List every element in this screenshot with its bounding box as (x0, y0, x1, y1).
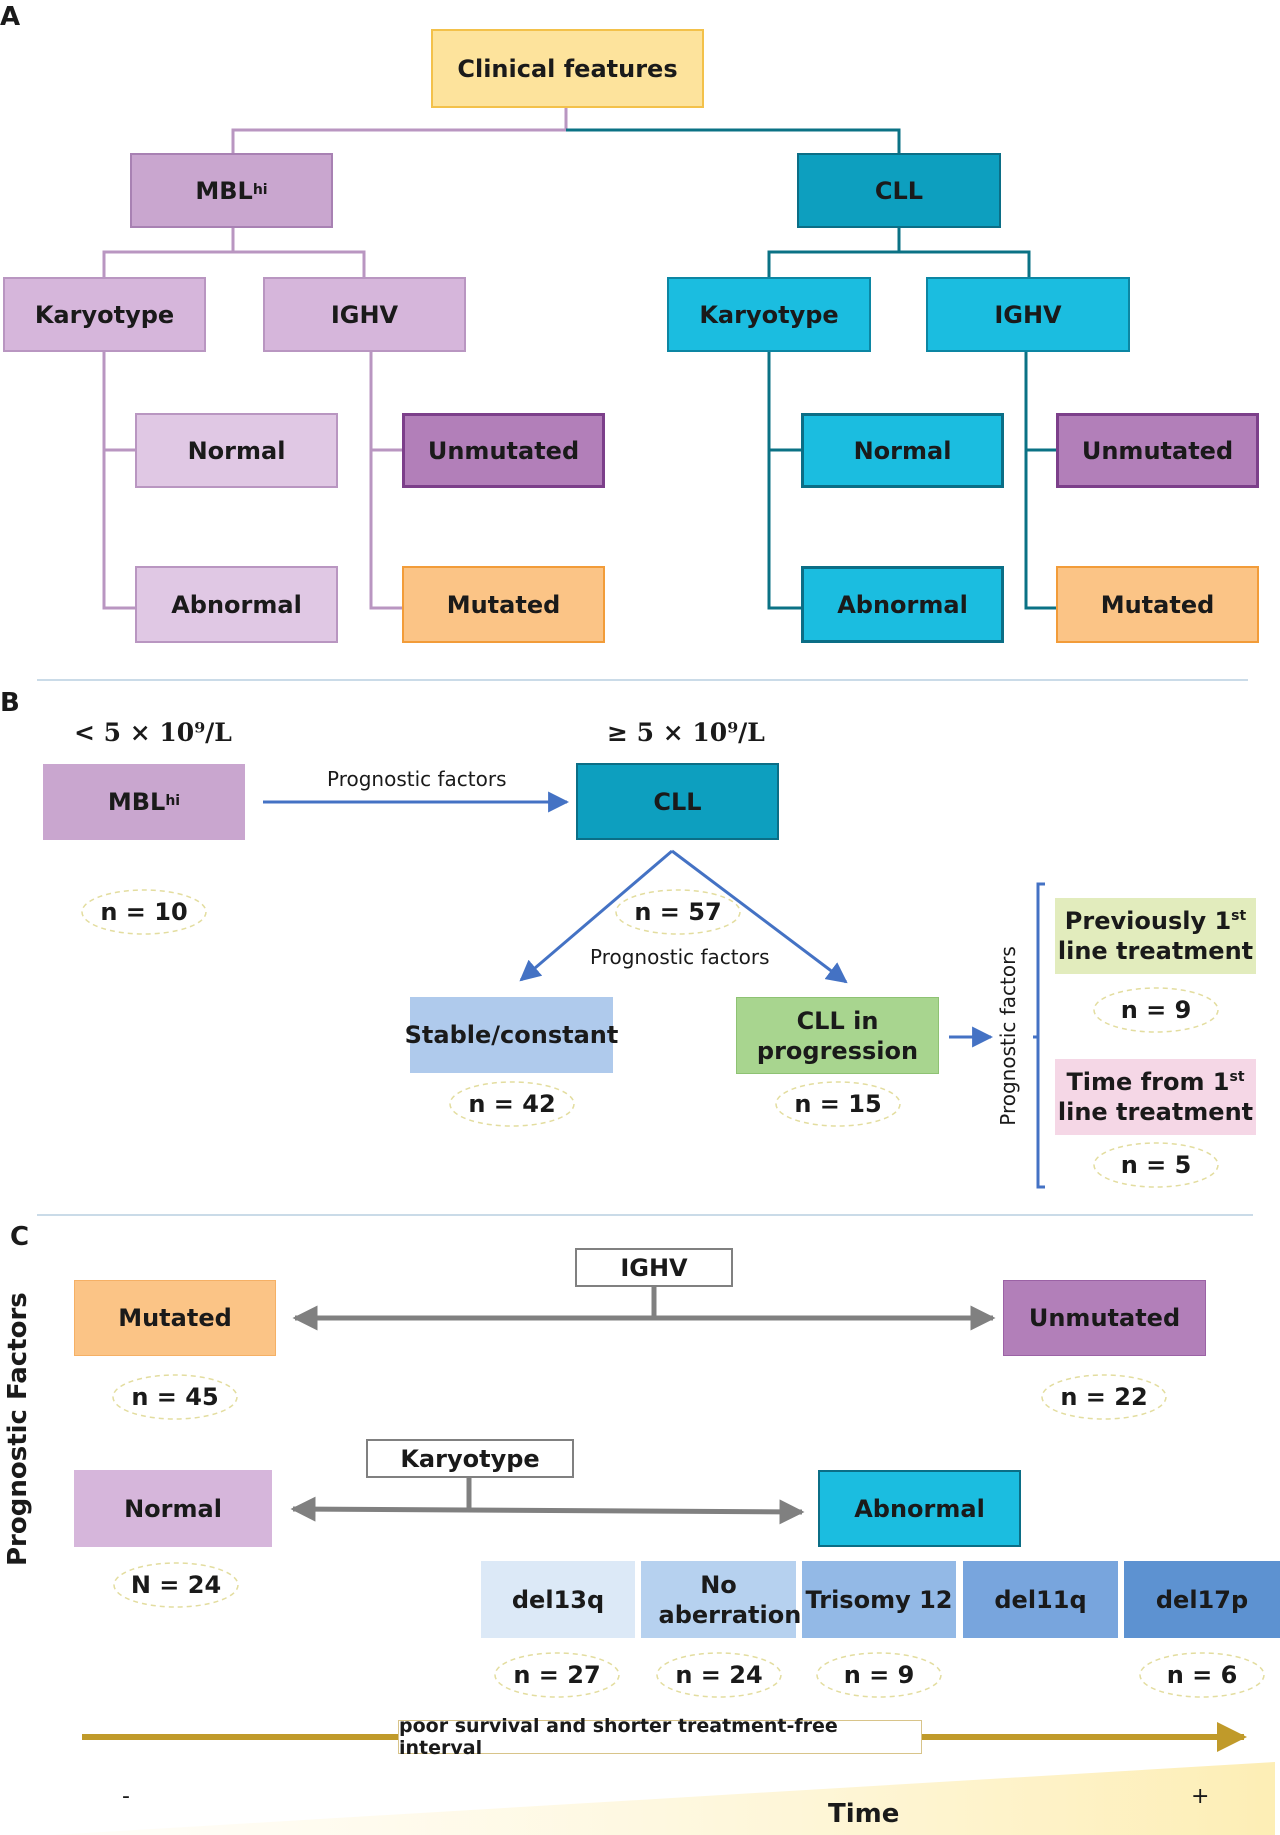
n-stable: n = 42 (468, 1090, 556, 1118)
vertical-prognostic-label: Prognostic factors (996, 946, 1020, 1126)
c-unmutated-node: Unmutated (1003, 1280, 1206, 1356)
prognostic-factors-side-label: Prognostic Factors (3, 1292, 33, 1566)
arrow-label-top: Prognostic factors (327, 767, 507, 791)
time-label: Time (828, 1799, 900, 1829)
factors-bracket (1036, 882, 1045, 1189)
panel-label-b: B (0, 688, 20, 718)
b-mbl-sup: hi (165, 793, 181, 810)
n-cll: n = 57 (634, 898, 722, 926)
mbl-normal-node: Normal (135, 413, 338, 488)
mbl-karyotype-node: Karyotype (3, 277, 206, 352)
cll-unmutated-node: Unmutated (1056, 413, 1259, 488)
panel-label-a: A (0, 2, 21, 32)
mbl-label: MBL (195, 176, 253, 205)
n-del17p: n = 6 (1166, 1661, 1238, 1689)
n-normal: N = 24 (130, 1571, 222, 1599)
previously-post: line treatment (1057, 937, 1254, 965)
mbl-unmutated-node: Unmutated (402, 413, 605, 488)
mbl-ighv-node: IGHV (263, 277, 466, 352)
n-time-from: n = 5 (1120, 1151, 1192, 1179)
n-trisomy-12: n = 9 (843, 1661, 915, 1689)
count-ellipses (81, 889, 1265, 1698)
arrow-cll-to-progression (671, 849, 848, 984)
n-unmutated: n = 22 (1060, 1383, 1148, 1411)
cll-node: CLL (797, 153, 1001, 228)
panel-label-c: C (10, 1222, 30, 1252)
time-minus: - (122, 1784, 130, 1809)
arrow-cll-to-stable (519, 849, 673, 982)
n-no-aberration: n = 24 (675, 1661, 763, 1689)
time-wedge (52, 1762, 1275, 1835)
cll-mutated-node: Mutated (1056, 566, 1259, 643)
karyotype-label-box: Karyotype (366, 1439, 574, 1478)
aberration-del13q: del13q (481, 1561, 635, 1638)
c-normal-node: Normal (74, 1470, 272, 1547)
stable-node: Stable/constant (405, 997, 618, 1073)
n-progression: n = 15 (794, 1090, 882, 1118)
c-mutated-node: Mutated (74, 1280, 276, 1356)
karyotype-arrow (290, 1496, 805, 1525)
cll-abnormal-node: Abnormal (801, 566, 1004, 643)
n-mutated: n = 45 (131, 1383, 219, 1411)
b-mbl-label: MBL (107, 788, 166, 816)
n-previously: n = 9 (1120, 996, 1192, 1024)
cll-normal-node: Normal (801, 413, 1004, 488)
previously-pre: Previously 1 (1064, 907, 1232, 935)
c-abnormal-node: Abnormal (818, 1470, 1021, 1547)
aberration-del11q: del11q (963, 1561, 1118, 1638)
cll-tree-lines (566, 128, 1056, 610)
mbl-sup: hi (252, 181, 268, 198)
survival-label-box: poor survival and shorter treatment-free… (398, 1715, 922, 1759)
time-from-post: line treatment (1057, 1098, 1254, 1126)
progression-node: CLL in progression (736, 997, 939, 1074)
clinical-features-node: Clinical features (431, 29, 704, 108)
aberration-trisomy-12: Trisomy 12 (802, 1561, 956, 1638)
aberration-del17p: del17p (1124, 1561, 1280, 1638)
mbl-mutated-node: Mutated (402, 566, 605, 643)
time-from-sup: st (1229, 1069, 1245, 1085)
previously-treated-node: Previously 1st line treatment (1055, 898, 1256, 974)
threshold-low: < 5 × 10⁹/L (74, 718, 232, 747)
threshold-high: ≥ 5 × 10⁹/L (607, 718, 765, 747)
cll-karyotype-node: Karyotype (667, 277, 871, 352)
time-from-pre: Time from 1 (1066, 1068, 1230, 1096)
n-del13q: n = 27 (513, 1661, 601, 1689)
aberration-no-aberration: No aberration (641, 1561, 801, 1638)
time-from-treatment-node: Time from 1st line treatment (1055, 1059, 1256, 1135)
time-plus: + (1191, 1784, 1210, 1809)
n-mbl: n = 10 (100, 898, 188, 926)
ighv-label-box: IGHV (575, 1248, 733, 1287)
mbl-abnormal-node: Abnormal (135, 566, 338, 643)
cll-ighv-node: IGHV (926, 277, 1130, 352)
mbl-tree-lines (102, 108, 568, 610)
previously-sup: st (1231, 908, 1247, 924)
b-cll-node: CLL (576, 763, 779, 840)
arrow-label-mid: Prognostic factors (590, 945, 770, 969)
